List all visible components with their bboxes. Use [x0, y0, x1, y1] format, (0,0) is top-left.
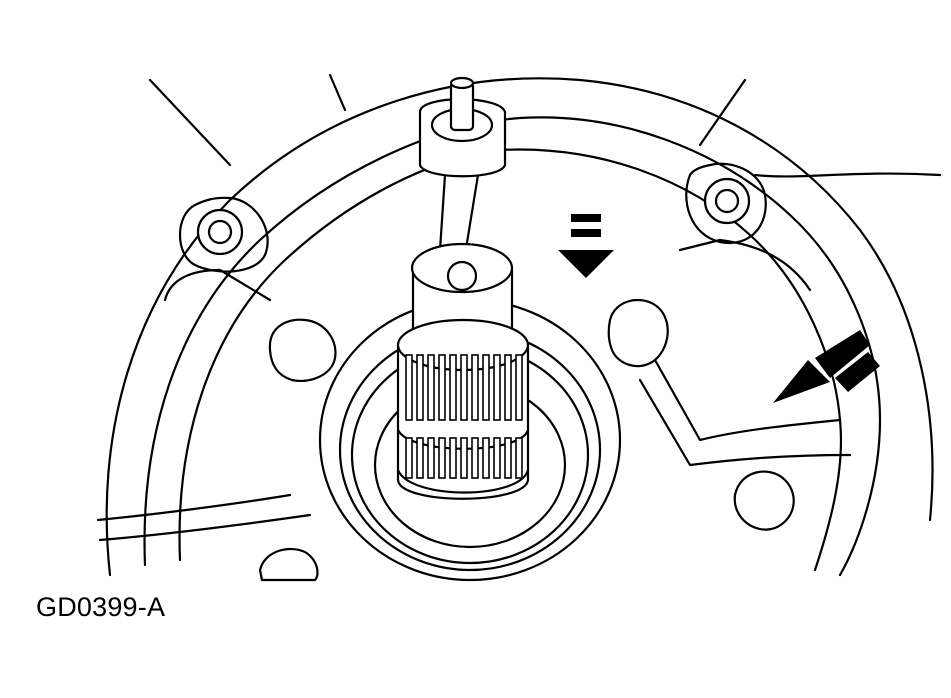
shift-rail-bracket: [418, 76, 507, 257]
housing-flange: [96, 116, 882, 577]
needle-roller: [493, 354, 501, 421]
needle-roller: [449, 437, 457, 479]
diagonal-arrow-icon: [773, 330, 880, 403]
needle-roller: [449, 354, 457, 421]
needle-roller: [405, 437, 413, 479]
needle-roller: [471, 354, 479, 421]
needle-roller: [482, 437, 490, 479]
needle-roller: [504, 354, 512, 421]
down-arrow-icon: [558, 214, 614, 278]
needle-roller: [405, 354, 413, 421]
housing-lugs: [258, 298, 795, 582]
needle-roller: [471, 437, 479, 479]
housing-outer-rim: [105, 73, 942, 577]
needle-roller: [427, 354, 435, 421]
needle-roller: [460, 437, 468, 479]
needle-roller: [438, 437, 446, 479]
figure-id-label: GD0399-A: [36, 592, 166, 622]
needle-roller: [515, 437, 523, 479]
needle-roller: [493, 437, 501, 479]
needle-bearing: [396, 318, 530, 500]
needle-roller: [504, 437, 512, 479]
needle-roller: [427, 437, 435, 479]
needle-roller: [416, 354, 424, 421]
needle-roller: [460, 354, 468, 421]
left-bolt-boss: [178, 196, 269, 273]
needle-roller: [482, 354, 490, 421]
right-bolt-boss: [685, 162, 767, 245]
needle-roller: [515, 354, 523, 421]
needle-roller: [416, 437, 424, 479]
needle-roller: [438, 354, 446, 421]
